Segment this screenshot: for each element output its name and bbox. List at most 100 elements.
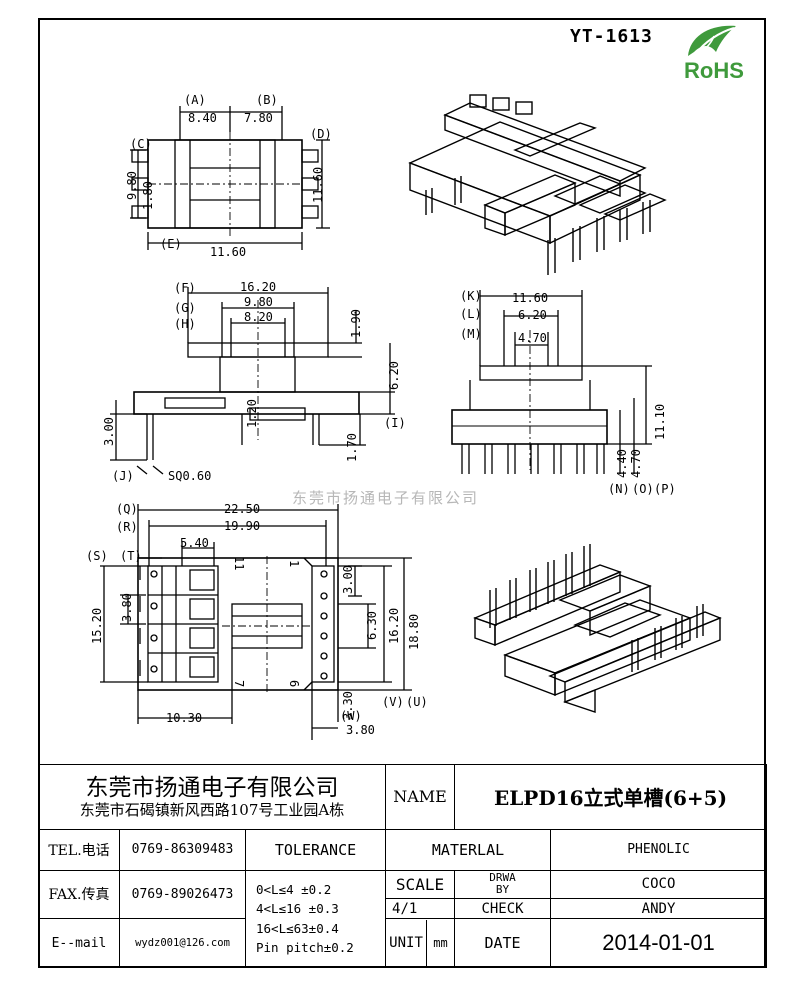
dim-w2: 3.80 bbox=[346, 723, 375, 737]
label-v: (V) bbox=[382, 695, 404, 709]
tolerance-table: 0<L≤4 ±0.2 4<L≤16 ±0.3 16<L≤63±0.4 Pin p… bbox=[244, 869, 387, 969]
label-e: (E) bbox=[160, 237, 182, 251]
tel-value: 0769-86309483 bbox=[119, 828, 246, 871]
label-q: (Q) bbox=[116, 502, 138, 516]
tolerance-label: TOLERANCE bbox=[244, 828, 387, 871]
part-name: ELPD16立式单槽(6+5) bbox=[454, 764, 768, 830]
label-g: (G) bbox=[174, 301, 196, 315]
top-view bbox=[130, 106, 330, 250]
email-value: wydz001@126.com bbox=[119, 918, 246, 968]
dim-s: 15.20 bbox=[90, 608, 104, 644]
dim-q: 22.50 bbox=[224, 502, 260, 516]
material-label: MATERLAL bbox=[385, 828, 552, 871]
dim-bottom: 10.30 bbox=[166, 711, 202, 725]
iso-view-bottom bbox=[473, 544, 722, 713]
label-n: (N) bbox=[608, 482, 630, 496]
dim-b: 7.80 bbox=[244, 111, 273, 125]
technical-drawing: (A) (B) 8.40 7.80 (C) (D) (E) 11.60 9.80… bbox=[86, 93, 722, 740]
label-k: (K) bbox=[460, 289, 482, 303]
tolerance-row-3: 16<L≤63±0.4 bbox=[256, 920, 339, 936]
scale-label: SCALE bbox=[385, 869, 456, 899]
label-j: (J) bbox=[112, 469, 134, 483]
dim-pitch: 5.40 bbox=[180, 536, 209, 550]
label-a: (A) bbox=[184, 93, 206, 107]
pin-11: 11 bbox=[232, 556, 246, 570]
model-number: YT-1613 bbox=[570, 26, 653, 47]
company-address: 东莞市石碣镇新风西路107号工业园A栋 bbox=[79, 800, 345, 819]
dim-pin: 3.00 bbox=[102, 417, 116, 446]
label-p: (P) bbox=[654, 482, 676, 496]
label-s: (S) bbox=[86, 549, 108, 563]
label-h: (H) bbox=[174, 317, 196, 331]
pin-6: 6 bbox=[287, 680, 301, 687]
title-block: 东莞市扬通电子有限公司 东莞市石碣镇新风西路107号工业园A栋 NAME ELP… bbox=[37, 764, 768, 969]
tolerance-row-4: Pin pitch±0.2 bbox=[256, 940, 354, 956]
rohs-text: RoHS bbox=[684, 58, 744, 83]
watermark: 东莞市扬通电子有限公司 bbox=[292, 489, 480, 507]
dim-e: 11.60 bbox=[210, 245, 246, 259]
company-cell: 东莞市扬通电子有限公司 东莞市石碣镇新风西路107号工业园A栋 bbox=[37, 764, 387, 830]
pin-1: 1 bbox=[287, 560, 301, 567]
side-view bbox=[110, 287, 395, 475]
label-o: (O) bbox=[632, 482, 654, 496]
label-r: (R) bbox=[116, 520, 138, 534]
pin-7: 7 bbox=[232, 680, 246, 687]
dim-w1: 3.30 bbox=[341, 691, 355, 720]
label-w: (W) bbox=[340, 709, 362, 723]
end-view bbox=[451, 290, 652, 474]
iso-view-top bbox=[408, 94, 667, 275]
dim-m: 4.70 bbox=[518, 331, 547, 345]
dim-t: 3.80 bbox=[120, 593, 134, 622]
label-l: (L) bbox=[460, 307, 482, 321]
check-value: ANDY bbox=[550, 897, 768, 920]
dim-slot: 3.00 bbox=[341, 565, 355, 594]
dim-base: 1.20 bbox=[245, 399, 259, 428]
label-f: (F) bbox=[174, 281, 196, 295]
label-t: (T) bbox=[120, 549, 142, 563]
check-label: CHECK bbox=[454, 897, 552, 920]
drawn-label: DRWA BY bbox=[454, 869, 552, 899]
unit-cell: UNIT mm bbox=[385, 918, 456, 968]
name-label: NAME bbox=[385, 764, 456, 830]
scale-value: 4/1 bbox=[385, 897, 456, 920]
dim-v: 18.80 bbox=[407, 614, 421, 650]
label-c: (C) bbox=[130, 137, 152, 151]
dim-o: 4.70 bbox=[629, 449, 643, 478]
label-d: (D) bbox=[310, 127, 332, 141]
dim-c2: 1.80 bbox=[141, 181, 155, 210]
date-label: DATE bbox=[454, 918, 552, 968]
dim-d: 11.60 bbox=[311, 167, 325, 203]
label-i: (I) bbox=[384, 416, 406, 430]
dim-g: 9.80 bbox=[244, 295, 273, 309]
drawn-label-1: DRWA bbox=[489, 871, 516, 885]
label-b: (B) bbox=[256, 93, 278, 107]
dim-height: 11.10 bbox=[653, 404, 667, 440]
fax-value: 0769-89026473 bbox=[119, 869, 246, 920]
dim-top: 1.90 bbox=[349, 309, 363, 338]
company-name: 东莞市扬通电子有限公司 bbox=[85, 775, 339, 802]
tolerance-row-2: 4<L≤16 ±0.3 bbox=[256, 901, 339, 917]
material-value: PHENOLIC bbox=[550, 828, 768, 871]
date-value: 2014-01-01 bbox=[550, 918, 768, 968]
dim-h: 8.20 bbox=[244, 310, 273, 324]
dim-gap: 6.30 bbox=[365, 611, 379, 640]
dim-c: 9.80 bbox=[125, 171, 139, 200]
dim-u: 16.20 bbox=[387, 608, 401, 644]
tel-label: TEL.电话 bbox=[38, 828, 120, 871]
unit-label: UNIT bbox=[387, 920, 428, 967]
label-m: (M) bbox=[460, 327, 482, 341]
fax-label: FAX.传真 bbox=[38, 869, 120, 920]
dim-r: 19.90 bbox=[224, 519, 260, 533]
dim-j: SQ0.60 bbox=[168, 469, 211, 483]
dim-total: 6.20 bbox=[387, 361, 401, 390]
tolerance-row-1: 0<L≤4 ±0.2 bbox=[256, 882, 332, 898]
dim-k: 11.60 bbox=[512, 291, 548, 305]
drawn-label-2: BY bbox=[495, 883, 510, 897]
label-u: (U) bbox=[406, 695, 428, 709]
dim-n: 4.40 bbox=[615, 449, 629, 478]
unit-value: mm bbox=[433, 936, 448, 951]
dim-l: 6.20 bbox=[518, 308, 547, 322]
dim-a: 8.40 bbox=[188, 111, 217, 125]
email-label: E--mail bbox=[38, 918, 120, 968]
rohs-logo: RoHS bbox=[680, 22, 764, 84]
